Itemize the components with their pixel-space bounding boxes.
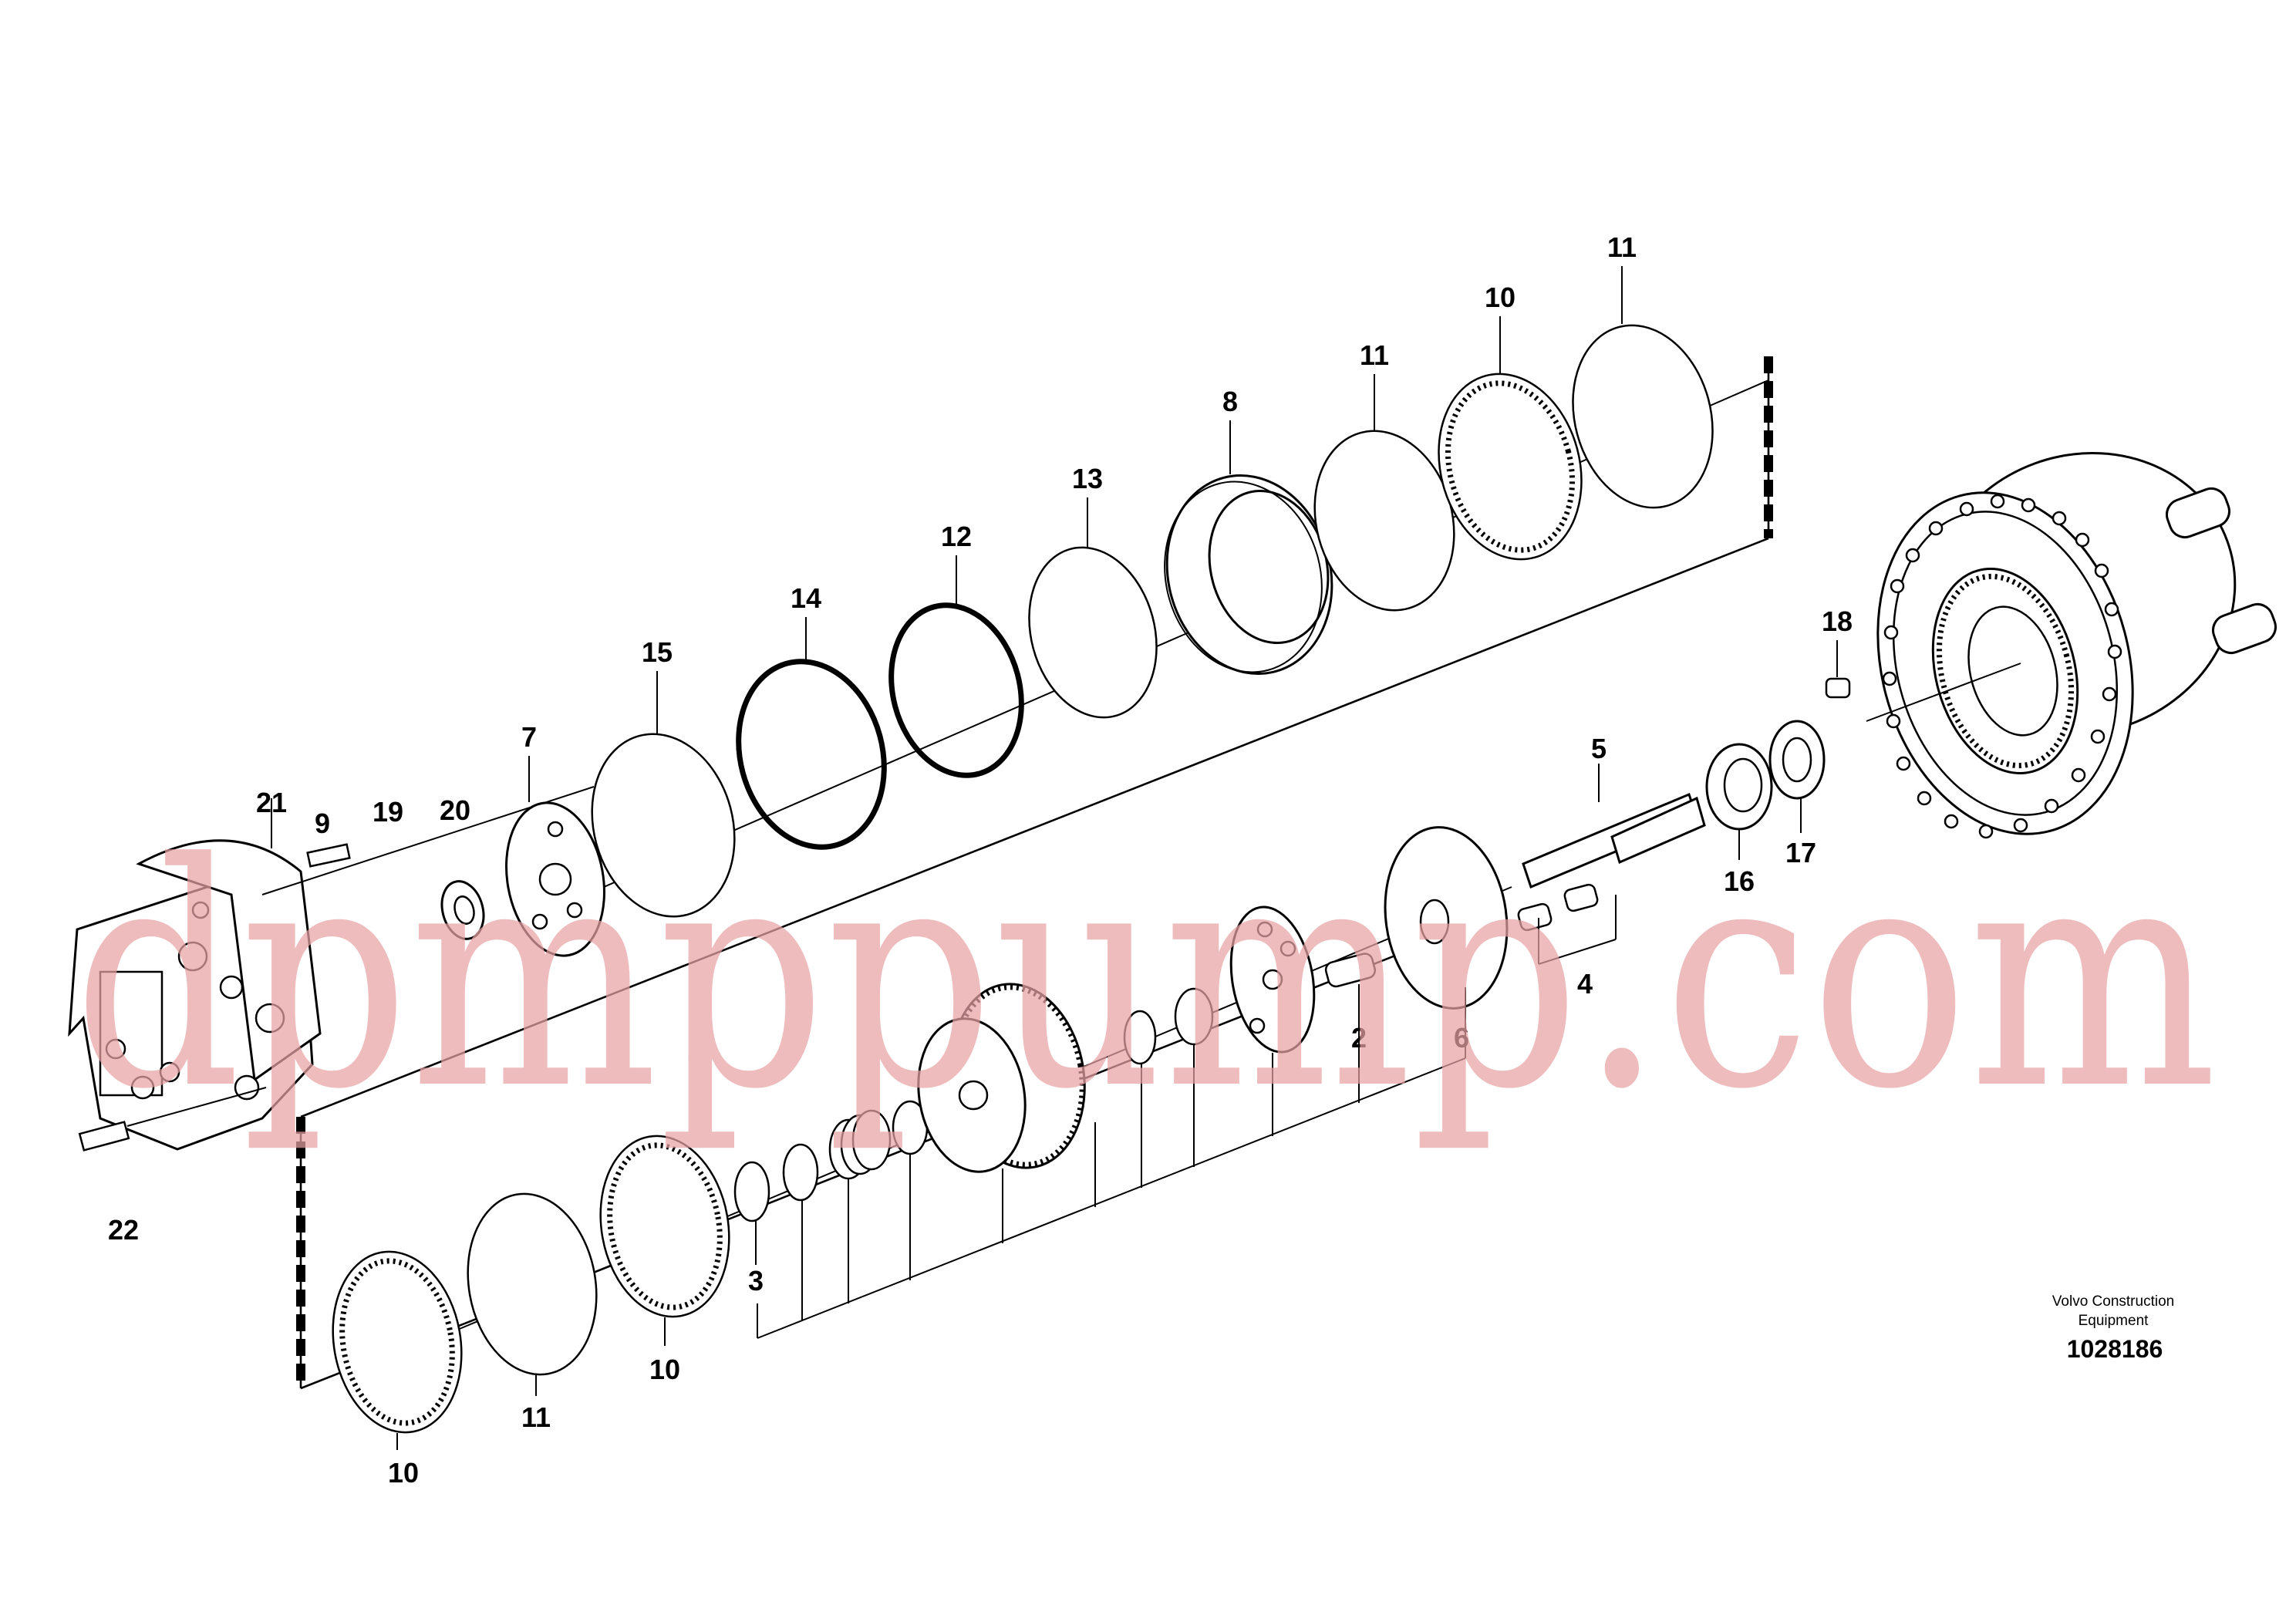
shaft-5 — [1522, 792, 1706, 889]
callout-19: 19 — [373, 796, 403, 828]
callout-11-lower: 11 — [521, 1401, 551, 1433]
callout-3: 3 — [748, 1265, 764, 1297]
swash-plate — [1229, 905, 1316, 1054]
pin-set-4 — [1517, 883, 1617, 965]
bolt-22 — [78, 1087, 267, 1152]
bearing-16 — [1705, 743, 1773, 831]
callout-7: 7 — [521, 721, 537, 753]
callout-labels: 11 10 11 8 13 12 14 15 7 21 19 20 9 22 1… — [108, 231, 1853, 1489]
callout-2: 2 — [1351, 1022, 1367, 1054]
callout-21: 21 — [256, 787, 287, 818]
cylinder-block — [917, 983, 1086, 1173]
callout-11-top: 11 — [1607, 231, 1637, 263]
callout-13: 13 — [1072, 463, 1103, 494]
ring-13 — [1028, 546, 1158, 719]
callout-22: 22 — [108, 1214, 139, 1246]
callout-5: 5 — [1591, 733, 1607, 764]
publisher-caption-line1: Volvo Construction — [2052, 1293, 2174, 1310]
housing — [1866, 452, 2277, 835]
callout-16: 16 — [1724, 865, 1755, 897]
watermark: dpmppump.com — [73, 798, 2217, 1157]
ring-14 — [736, 659, 887, 850]
disc-10-lower-a — [332, 1250, 463, 1434]
cover-6 — [1384, 826, 1509, 1010]
publisher-caption-line2: Equipment — [2079, 1313, 2149, 1329]
shim — [782, 1143, 819, 1202]
valve-plate-7 — [505, 801, 605, 957]
disc-10-upper — [1438, 373, 1583, 561]
callout-15: 15 — [642, 636, 673, 668]
leader-lines — [271, 266, 1838, 1450]
plug-18 — [1825, 677, 1851, 699]
callout-11-mid: 11 — [1360, 339, 1389, 371]
callout-12: 12 — [941, 521, 972, 552]
document-number: 1028186 — [2067, 1335, 2163, 1363]
callout-6: 6 — [1454, 1022, 1469, 1054]
piston-8 — [1164, 474, 1333, 675]
ring-a — [1123, 1010, 1157, 1065]
plate-11-upper-b — [1572, 324, 1714, 509]
ring-15 — [591, 733, 736, 918]
callout-14: 14 — [791, 582, 821, 614]
callout-10-top: 10 — [1485, 282, 1515, 313]
snap-ring-3 — [733, 1161, 770, 1222]
motor-block — [68, 839, 322, 1151]
pin-2 — [1324, 953, 1377, 988]
callout-20: 20 — [440, 794, 470, 826]
plate-11-lower — [467, 1192, 598, 1376]
housing-bolt-holes — [1882, 494, 2122, 839]
ring-12 — [888, 602, 1024, 778]
callout-9: 9 — [315, 808, 330, 839]
callout-18: 18 — [1822, 605, 1853, 637]
callout-10-lower-left: 10 — [388, 1457, 419, 1489]
callout-10-lower-right: 10 — [649, 1354, 680, 1385]
spring — [828, 1109, 892, 1180]
callout-4: 4 — [1577, 968, 1593, 1000]
seal-17 — [1768, 720, 1826, 800]
callout-8: 8 — [1222, 386, 1238, 417]
disc-10-lower-b — [599, 1135, 730, 1318]
callout-17: 17 — [1785, 837, 1816, 868]
